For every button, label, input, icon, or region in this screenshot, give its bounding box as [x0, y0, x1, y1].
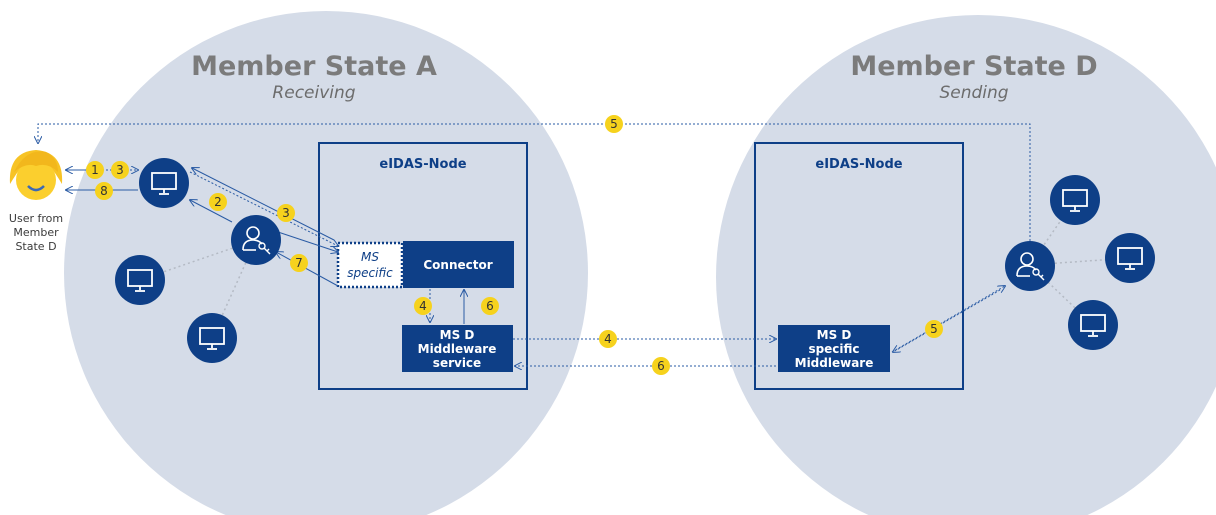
svg-text:2: 2	[214, 195, 222, 209]
monitor-icon	[138, 157, 190, 209]
step-badge: 3	[111, 161, 129, 179]
step-badge: 4	[414, 297, 432, 315]
step-badge: 4	[599, 330, 617, 348]
monitor-icon	[186, 312, 238, 364]
step-badge: 7	[290, 254, 308, 272]
connector-block	[403, 241, 514, 288]
member-state-d-title: Member State D	[850, 51, 1097, 82]
eidas-node-d-label: eIDAS-Node	[815, 157, 902, 172]
arrow-step-3	[189, 171, 338, 246]
step-badge: 3	[277, 204, 295, 222]
arrow-step-7	[276, 252, 339, 287]
member-state-a-title: Member State A	[191, 51, 437, 82]
specific-middleware-label: specific	[808, 342, 859, 356]
member-state-d-circle	[716, 15, 1216, 515]
arrow-step-2	[190, 200, 233, 223]
step-badge: 5	[925, 320, 943, 338]
step-badge: 8	[95, 182, 113, 200]
svg-text:7: 7	[295, 256, 303, 270]
arrow-step-3-back	[192, 168, 335, 241]
user-key-icon	[1004, 240, 1056, 292]
ms-specific-box	[336, 241, 404, 289]
specific-middleware-label: MS D	[817, 328, 852, 342]
eidas-node-a-box	[318, 142, 528, 390]
step-badge: 6	[652, 357, 670, 375]
user-label: User from	[9, 212, 63, 225]
step-badge: 2	[209, 193, 227, 211]
user-label: Member	[13, 226, 59, 239]
svg-text:4: 4	[419, 299, 427, 313]
middleware-service-label: MS D	[440, 328, 475, 342]
monitor-icon	[1067, 299, 1119, 351]
user-key-icon	[230, 214, 282, 266]
arrow-step-5	[891, 286, 1005, 353]
eidas-node-a-label: eIDAS-Node	[379, 157, 466, 172]
user-face-icon	[9, 150, 63, 200]
ms-specific-label: specific	[347, 266, 393, 280]
svg-text:6: 6	[486, 299, 494, 313]
monitor-icon	[1049, 174, 1101, 226]
svg-text:3: 3	[282, 206, 290, 220]
svg-text:4: 4	[604, 332, 612, 346]
monitor-icon	[1104, 232, 1156, 284]
svg-text:8: 8	[100, 184, 108, 198]
svg-text:3: 3	[116, 163, 124, 177]
specific-middleware-block	[778, 325, 890, 372]
step-badge: 1	[86, 161, 104, 179]
arrow-step-3b	[277, 231, 338, 252]
svg-text:1: 1	[91, 163, 99, 177]
step-badge: 5	[605, 115, 623, 133]
user-label: State D	[15, 240, 56, 253]
specific-middleware-label: Middleware	[795, 356, 874, 370]
svg-text:6: 6	[657, 359, 665, 373]
step-badge: 6	[481, 297, 499, 315]
arrow-step-5-back	[893, 289, 1001, 352]
monitor-icon	[114, 254, 166, 306]
middleware-service-label: Middleware	[418, 342, 497, 356]
middleware-service-block	[402, 325, 513, 372]
member-state-a-subtitle: Receiving	[272, 83, 355, 103]
eidas-node-d-box	[754, 142, 964, 390]
connector-label: Connector	[423, 258, 492, 272]
arrow-step-5-top	[38, 123, 1031, 241]
svg-text:5: 5	[930, 322, 938, 336]
ms-specific-label: MS	[361, 250, 379, 264]
svg-text:5: 5	[610, 117, 618, 131]
member-state-d-subtitle: Sending	[939, 83, 1008, 103]
middleware-service-label: service	[433, 356, 481, 370]
